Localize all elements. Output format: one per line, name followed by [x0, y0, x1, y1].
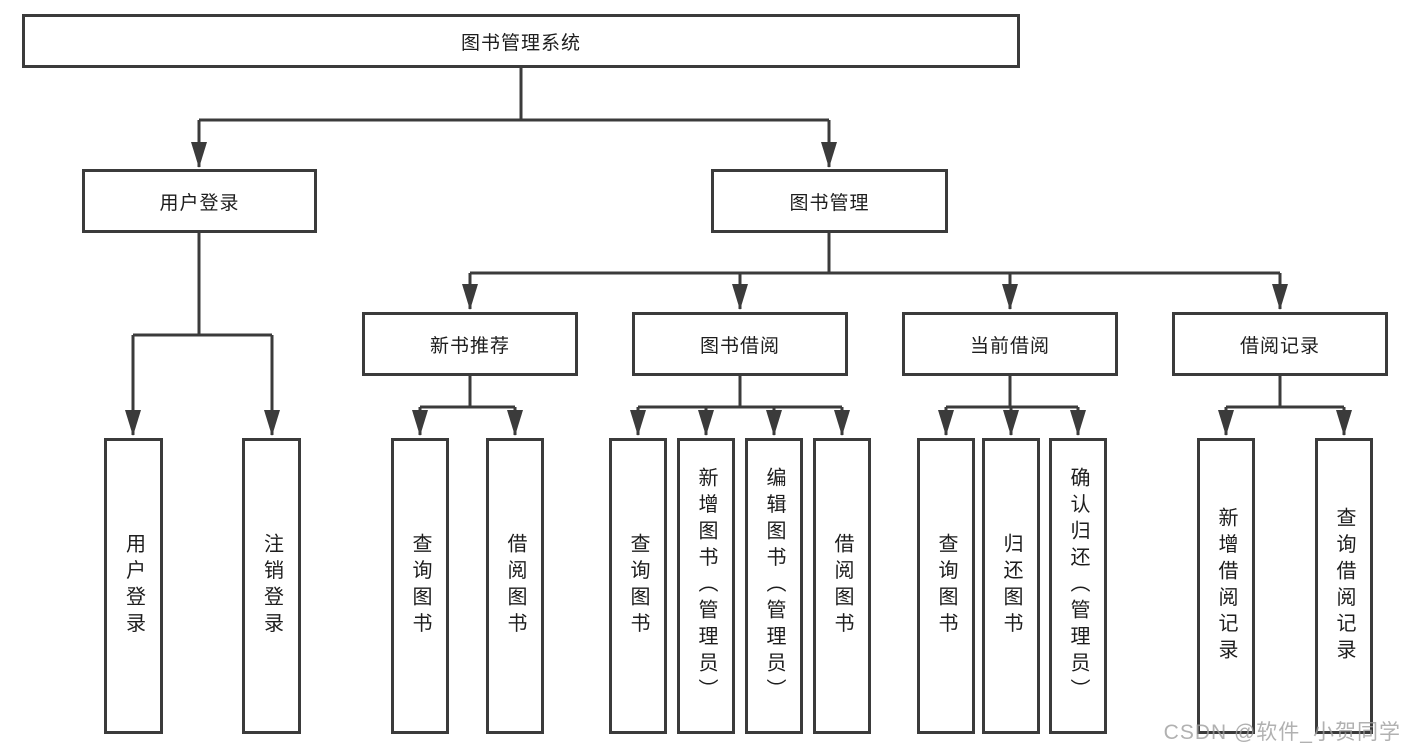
- leaf-search-books-borrow: 查询图书: [609, 438, 667, 734]
- node-book-borrowing: 图书借阅: [632, 312, 848, 376]
- node-label: 确认归还（管理员）: [1067, 467, 1089, 705]
- node-label: 当前借阅: [969, 335, 1050, 357]
- node-label: 新书推荐: [429, 335, 510, 357]
- leaf-user-login: 用户登录: [104, 438, 163, 734]
- csdn-watermark: CSDN @软件_小贺同学: [1163, 721, 1401, 744]
- leaf-logout: 注销登录: [242, 438, 301, 734]
- leaf-borrow-books-recommend: 借阅图书: [486, 438, 544, 734]
- node-label: 查询图书: [627, 533, 649, 639]
- node-label: 新增借阅记录: [1215, 506, 1237, 666]
- node-library-management-system: 图书管理系统: [22, 14, 1020, 68]
- node-label: 借阅图书: [504, 533, 526, 639]
- node-label: 查询借阅记录: [1333, 506, 1355, 666]
- node-label: 图书管理系统: [460, 32, 581, 54]
- node-book-management: 图书管理: [711, 169, 948, 233]
- leaf-search-books-recommend: 查询图书: [391, 438, 449, 734]
- node-label: 用户登录: [159, 192, 240, 214]
- leaf-confirm-return-admin: 确认归还（管理员）: [1049, 438, 1107, 734]
- node-label: 借阅记录: [1239, 335, 1320, 357]
- node-new-book-recommend: 新书推荐: [362, 312, 578, 376]
- node-label: 查询图书: [409, 533, 431, 639]
- node-label: 查询图书: [935, 533, 957, 639]
- leaf-borrow-books: 借阅图书: [813, 438, 871, 734]
- node-label: 图书借阅: [699, 335, 780, 357]
- leaf-search-borrow-record: 查询借阅记录: [1315, 438, 1373, 734]
- node-label: 注销登录: [260, 533, 283, 639]
- node-user-login: 用户登录: [82, 169, 317, 233]
- leaf-edit-book-admin: 编辑图书（管理员）: [745, 438, 803, 734]
- leaf-add-borrow-record: 新增借阅记录: [1197, 438, 1255, 734]
- node-label: 用户登录: [122, 533, 145, 639]
- leaf-return-book: 归还图书: [982, 438, 1040, 734]
- node-label: 借阅图书: [831, 533, 853, 639]
- node-current-borrowing: 当前借阅: [902, 312, 1118, 376]
- node-label: 编辑图书（管理员）: [763, 467, 785, 705]
- node-label: 新增图书（管理员）: [695, 467, 717, 705]
- leaf-add-book-admin: 新增图书（管理员）: [677, 438, 735, 734]
- node-borrowing-records: 借阅记录: [1172, 312, 1388, 376]
- node-label: 归还图书: [1000, 533, 1022, 639]
- leaf-search-books-current: 查询图书: [917, 438, 975, 734]
- node-label: 图书管理: [789, 192, 870, 214]
